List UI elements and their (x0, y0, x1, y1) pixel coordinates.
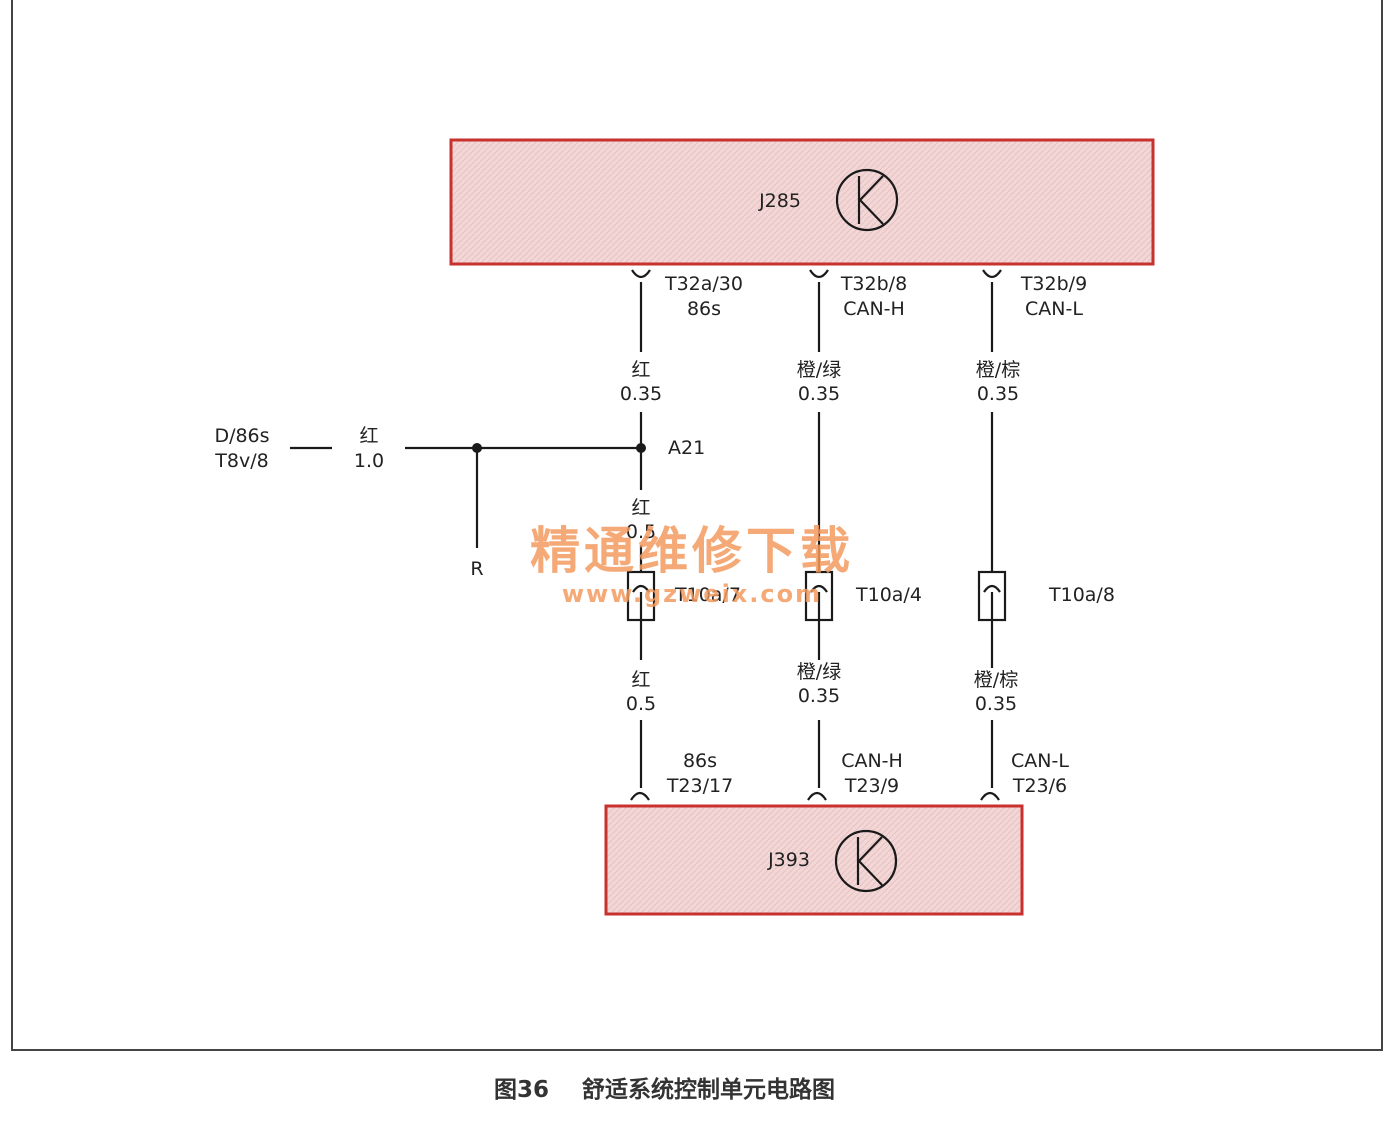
feed-source-label: T8v/8 (214, 450, 268, 472)
wire-size-label: 0.35 (975, 693, 1017, 715)
pin-label: T32a/30 (664, 273, 743, 295)
figure-title: 舒适系统控制单元电路图 (582, 1076, 835, 1103)
branch-label: R (470, 558, 483, 580)
splice-node-icon (472, 443, 482, 453)
wire-color-label: 红 (631, 359, 650, 381)
connector-label: T10a/4 (855, 584, 922, 606)
pin-socket-icon (631, 269, 651, 279)
wire-color-label: 红 (359, 425, 378, 447)
control-unit-symbol-icon (834, 829, 898, 893)
page-frame (11, 0, 1383, 1051)
signal-label: 86s (687, 298, 721, 320)
wire-size-label: 1.0 (354, 450, 384, 472)
pin-label: T23/17 (666, 775, 733, 797)
connector-t10a-8-icon (977, 570, 1007, 668)
signal-label: 86s (683, 750, 717, 772)
feed-source-label: D/86s (214, 425, 269, 447)
connector-label: T10a/7 (674, 584, 741, 606)
top-pin-sockets (631, 269, 1002, 279)
wire-size-label: 0.5 (626, 693, 656, 715)
wire-size-label: 0.35 (798, 383, 840, 405)
wire-size-label: 0.35 (977, 383, 1019, 405)
connector-t10a-4-icon (804, 570, 834, 660)
pin-socket-icon (807, 791, 827, 801)
pin-label: T23/6 (1012, 775, 1067, 797)
module-j393-label: J393 (767, 849, 810, 871)
watermark-text: 精通维修下载 (530, 521, 854, 580)
control-unit-symbol-icon (835, 168, 899, 232)
wire-color-label: 橙/棕 (976, 359, 1020, 381)
pin-socket-icon (982, 269, 1002, 279)
wire-color-label: 橙/绿 (797, 661, 841, 683)
module-j285: J285 (449, 138, 1155, 266)
wire-color-label: 红 (631, 497, 650, 519)
bottom-pin-sockets (630, 791, 1000, 801)
wire-color-label: 橙/棕 (974, 669, 1018, 691)
connector-t10a-7-icon (626, 545, 656, 660)
signal-label: CAN-L (1011, 750, 1069, 772)
wire-color-label: 红 (631, 669, 650, 691)
wire-color-label: 橙/绿 (797, 359, 841, 381)
wire-size-label: 0.35 (798, 685, 840, 707)
module-j285-label: J285 (758, 190, 801, 212)
signal-label: CAN-L (1025, 298, 1083, 320)
pin-label: T32b/9 (1020, 273, 1087, 295)
pin-label: T23/9 (844, 775, 899, 797)
pin-socket-icon (809, 269, 829, 279)
pin-socket-icon (630, 791, 650, 801)
signal-label: CAN-H (841, 750, 903, 772)
inline-connectors (626, 545, 1007, 668)
pin-socket-icon (980, 791, 1000, 801)
signal-label: CAN-H (843, 298, 905, 320)
splice-node-icon (636, 443, 646, 453)
figure-number: 图36 (494, 1077, 549, 1103)
pin-label: T32b/8 (840, 273, 907, 295)
wire-size-label: 0.35 (620, 383, 662, 405)
connector-label: T10a/8 (1048, 584, 1115, 606)
splice-label: A21 (668, 437, 705, 459)
watermark-url: www.gzweix.com (562, 580, 822, 608)
wire-size-label: 0.5 (626, 521, 656, 543)
wires (290, 282, 994, 788)
module-j393: J393 (604, 804, 1024, 916)
